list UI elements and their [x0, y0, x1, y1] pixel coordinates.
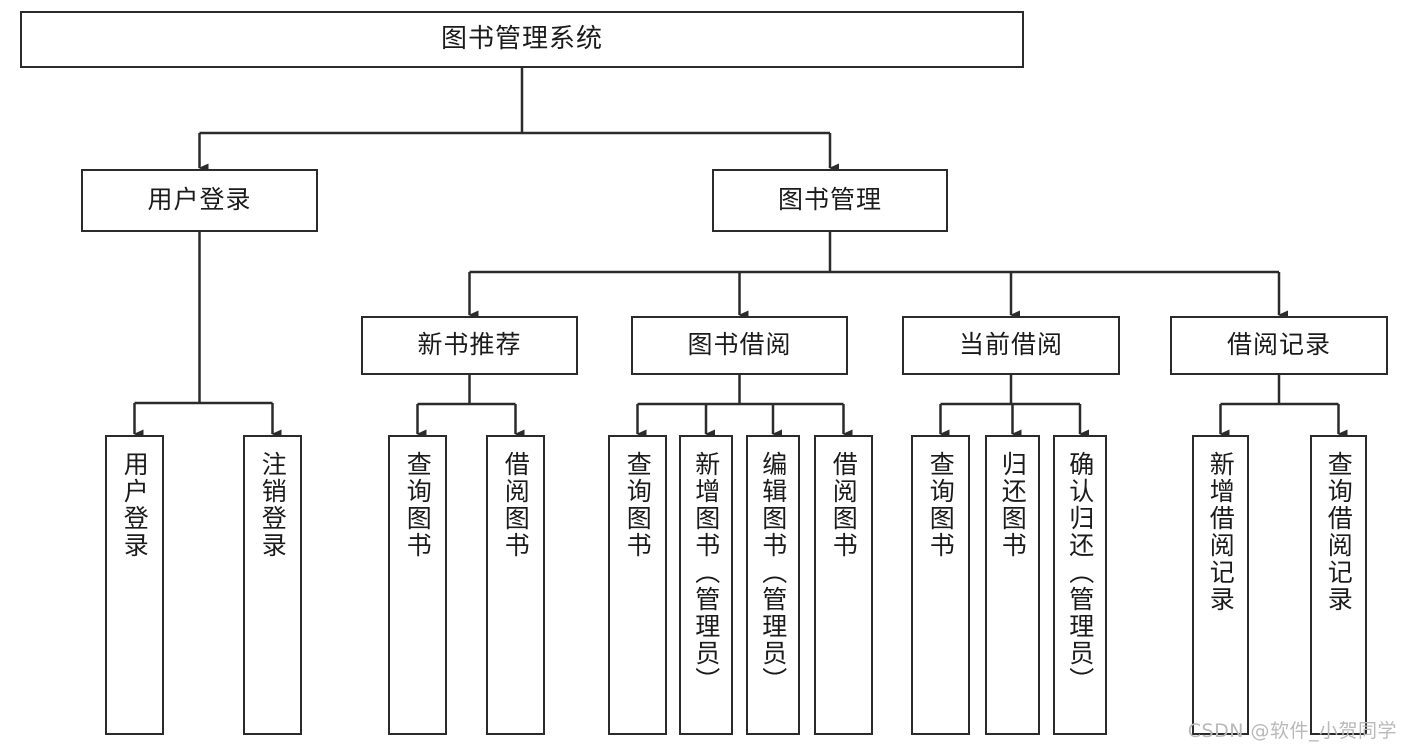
node-leaf-query-book-current[interactable]: 查询图书: [911, 435, 970, 735]
node-label: 查询图书: [403, 451, 433, 559]
node-label: 新增图书（管理员）: [691, 451, 721, 694]
node-borrow-record[interactable]: 借阅记录: [1170, 316, 1388, 375]
node-leaf-return-book[interactable]: 归还图书: [985, 435, 1040, 735]
node-label: 借阅图书: [829, 451, 859, 559]
watermark-text: CSDN @软件_小贺同学: [1187, 720, 1397, 742]
node-book-borrow[interactable]: 图书借阅: [631, 316, 848, 375]
node-label: 用户登录: [120, 451, 150, 559]
node-label: 图书管理系统: [440, 23, 603, 54]
node-label: 查询图书: [623, 451, 653, 559]
node-leaf-query-book-borrow[interactable]: 查询图书: [608, 435, 667, 735]
node-label: 编辑图书（管理员）: [758, 451, 788, 694]
node-label: 查询图书: [926, 451, 956, 559]
node-leaf-user-logout[interactable]: 注销登录: [243, 435, 302, 735]
node-leaf-add-book-admin[interactable]: 新增图书（管理员）: [679, 435, 733, 735]
node-label: 图书管理: [777, 185, 882, 215]
connector-lines: [133, 68, 1348, 439]
node-label: 注销登录: [258, 451, 288, 559]
node-leaf-user-login[interactable]: 用户登录: [105, 435, 164, 735]
node-label: 当前借阅: [958, 330, 1063, 360]
node-label: 确认归还（管理员）: [1065, 451, 1095, 694]
node-leaf-query-borrow-record[interactable]: 查询借阅记录: [1310, 435, 1367, 735]
node-label: 新增借阅记录: [1206, 451, 1236, 613]
node-book-manage[interactable]: 图书管理: [712, 169, 948, 232]
node-leaf-add-borrow-record[interactable]: 新增借阅记录: [1192, 435, 1249, 735]
node-leaf-borrow-book[interactable]: 借阅图书: [814, 435, 873, 735]
node-leaf-confirm-return-admin[interactable]: 确认归还（管理员）: [1053, 435, 1107, 735]
node-label: 用户登录: [147, 185, 252, 215]
node-leaf-borrow-book-rec[interactable]: 借阅图书: [486, 435, 545, 735]
node-label: 借阅图书: [501, 451, 531, 559]
node-leaf-edit-book-admin[interactable]: 编辑图书（管理员）: [746, 435, 800, 735]
node-leaf-query-book-rec[interactable]: 查询图书: [388, 435, 447, 735]
node-label: 新书推荐: [417, 330, 522, 360]
node-new-book-recommend[interactable]: 新书推荐: [361, 316, 578, 375]
node-label: 查询借阅记录: [1324, 451, 1354, 613]
node-current-borrow[interactable]: 当前借阅: [902, 316, 1120, 375]
node-label: 归还图书: [998, 451, 1028, 559]
node-root-book-management-system[interactable]: 图书管理系统: [20, 11, 1024, 68]
node-label: 图书借阅: [687, 330, 792, 360]
node-label: 借阅记录: [1226, 330, 1331, 360]
node-user-login[interactable]: 用户登录: [81, 169, 318, 232]
